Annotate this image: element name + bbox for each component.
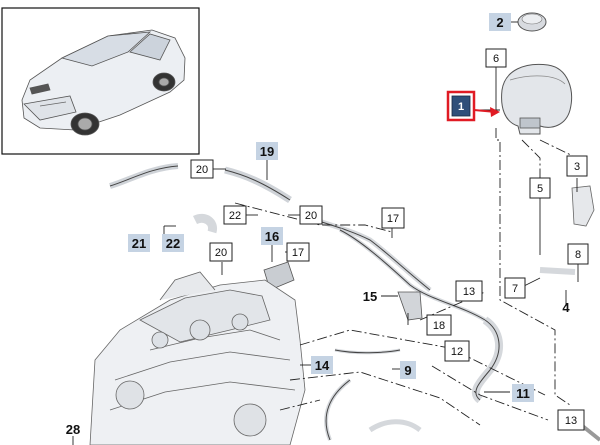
callout-label: 18	[433, 320, 445, 332]
suv-illustration	[21, 29, 186, 136]
callout-20-a[interactable]: 20	[190, 159, 214, 179]
callout-19[interactable]: 19	[256, 142, 278, 160]
callout-7[interactable]: 7	[504, 277, 526, 299]
callout-label: 8	[575, 249, 581, 261]
callout-label: 11	[516, 386, 530, 401]
vehicle-thumbnail	[1, 7, 200, 155]
tank-cap	[517, 12, 547, 32]
engine-block	[89, 271, 306, 445]
expansion-tank	[501, 63, 572, 135]
callout-label: 7	[512, 283, 518, 295]
callout-5[interactable]: 5	[529, 177, 551, 199]
callout-9[interactable]: 9	[400, 361, 416, 379]
callout-14[interactable]: 14	[311, 356, 333, 374]
callout-13-b[interactable]: 13	[557, 409, 585, 431]
callout-label: 12	[451, 346, 463, 358]
callout-20-c[interactable]: 20	[209, 242, 233, 262]
callout-4[interactable]: 4	[558, 298, 574, 315]
sensor-part	[571, 185, 595, 227]
callout-17-b[interactable]: 17	[286, 242, 310, 262]
callout-label: 14	[315, 358, 330, 373]
callout-1-selected[interactable]: 1	[446, 90, 476, 122]
callout-label: 17	[292, 247, 304, 259]
callout-label: 13	[565, 415, 577, 427]
callout-label: 6	[493, 53, 499, 65]
callout-3[interactable]: 3	[566, 155, 588, 177]
callout-21[interactable]: 21	[128, 234, 150, 252]
callout-label: 2	[496, 15, 503, 30]
callout-22-b[interactable]: 22	[162, 234, 184, 252]
callout-label: 22	[166, 236, 180, 251]
callout-17-a[interactable]: 17	[381, 207, 405, 229]
callout-18[interactable]: 18	[426, 314, 452, 336]
callout-13-a[interactable]: 13	[455, 280, 483, 302]
callout-label: 3	[574, 161, 580, 173]
callout-label: 20	[196, 164, 208, 176]
callout-label: 1	[458, 101, 464, 113]
callout-label: 15	[363, 289, 377, 304]
highlight-arrow	[473, 107, 500, 117]
callout-20-b[interactable]: 20	[299, 205, 323, 225]
callout-16[interactable]: 16	[261, 227, 283, 245]
hose-assemblies	[109, 163, 600, 442]
callout-label: 9	[404, 363, 411, 378]
callout-8[interactable]: 8	[567, 243, 589, 265]
callout-label: 4	[562, 300, 570, 315]
callout-label: 28	[66, 422, 80, 437]
callout-label: 16	[265, 229, 279, 244]
callout-label: 22	[229, 210, 241, 222]
dashdot-lines	[234, 128, 578, 426]
callout-11[interactable]: 11	[512, 384, 534, 402]
callout-label: 5	[537, 183, 543, 195]
callout-6[interactable]: 6	[485, 48, 507, 68]
bracket-part	[263, 261, 423, 321]
callout-label: 20	[215, 247, 227, 259]
callout-28[interactable]: 28	[62, 421, 84, 437]
callout-22-a[interactable]: 22	[223, 205, 247, 225]
callout-label: 17	[387, 213, 399, 225]
callout-15[interactable]: 15	[359, 287, 381, 305]
callout-label: 21	[132, 236, 146, 251]
callout-label: 20	[305, 210, 317, 222]
callout-label: 19	[260, 144, 274, 159]
callout-12[interactable]: 12	[444, 340, 470, 362]
callout-2[interactable]: 2	[489, 13, 511, 31]
callout-label: 13	[463, 286, 475, 298]
